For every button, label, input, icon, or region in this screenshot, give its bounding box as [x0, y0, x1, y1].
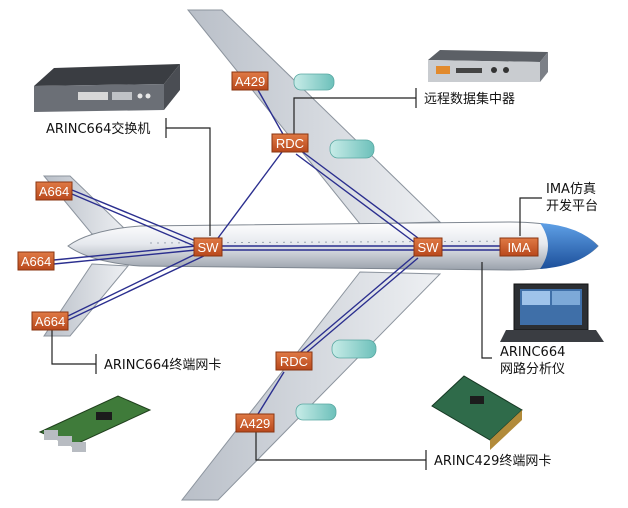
svg-text:IMA: IMA: [507, 240, 530, 255]
label-remote-data-concentrator: 远程数据集中器: [424, 91, 515, 107]
callout-analyzer: [481, 262, 492, 359]
link-rdctop-swright: [299, 149, 419, 239]
label-arinc664-end-card: ARINC664终端网卡: [104, 357, 221, 373]
svg-text:A429: A429: [235, 74, 265, 89]
svg-text:SW: SW: [198, 240, 220, 255]
label-ima-platform-line2: 开发平台: [546, 198, 598, 214]
node-a429-top: A429: [231, 71, 269, 91]
label-arinc664-switch: ARINC664交换机: [46, 121, 150, 137]
callout-rdc-top: [293, 97, 416, 134]
svg-text:A664: A664: [35, 314, 65, 329]
node-sw-left: SW: [193, 237, 223, 257]
callout-switch: [166, 127, 211, 236]
callout-lines: [51, 88, 542, 470]
callout-ima: [519, 197, 542, 236]
svg-text:A664: A664: [21, 254, 51, 269]
link-a664top-swleft-2: [71, 193, 205, 251]
aircraft: [42, 9, 599, 501]
lower-wing: [180, 271, 442, 501]
link-a664bot-swleft: [67, 249, 205, 317]
node-a664-left-bot: A664: [31, 311, 69, 331]
link-a429bot-rdcbot: [257, 371, 285, 415]
aircraft-nose: [540, 223, 598, 269]
switch-device-image: [34, 64, 180, 112]
label-arinc429-end-card: ARINC429终端网卡: [434, 453, 551, 469]
svg-text:A664: A664: [39, 184, 69, 199]
engine-lower-outer: [295, 403, 337, 421]
svg-text:RDC: RDC: [280, 354, 308, 369]
analyzer-laptop-image: [500, 283, 604, 342]
link-rdctop-swleft: [217, 151, 283, 239]
link-rdctop-swright-2: [295, 153, 415, 243]
link-rdcbot-swright: [299, 257, 419, 359]
link-a664bot-swleft-2: [67, 253, 209, 321]
node-ima: IMA: [499, 237, 539, 257]
rdc-device-image: [428, 50, 548, 82]
link-a664mid-swleft-2: [53, 249, 197, 265]
node-rdc-top: RDC: [271, 133, 309, 153]
label-ima-platform-line1: IMA仿真: [546, 182, 596, 197]
engine-lower-inner: [331, 339, 377, 359]
engine-upper-outer: [293, 73, 335, 91]
node-a664-left-mid: A664: [17, 251, 55, 271]
callout-a429-card: [255, 432, 426, 461]
link-a429top-rdctop: [257, 89, 285, 137]
node-a429-bottom: A429: [235, 413, 275, 433]
node-a664-left-top: A664: [35, 181, 73, 201]
a429-card-image: [431, 375, 523, 450]
node-rdc-bottom: RDC: [275, 351, 313, 371]
link-rdcbot-swright-2: [295, 255, 415, 357]
upper-wing: [186, 9, 442, 225]
network-links: [53, 89, 500, 415]
engine-upper-inner: [329, 139, 375, 159]
link-a664top-swleft: [71, 189, 209, 247]
callout-a664-card: [51, 330, 96, 365]
svg-text:RDC: RDC: [276, 136, 304, 151]
svg-text:A429: A429: [240, 416, 270, 431]
label-arinc664-analyzer-line1: ARINC664: [500, 345, 565, 360]
node-sw-right: SW: [413, 237, 443, 257]
a664-card-image: [38, 395, 152, 452]
link-a664mid-swleft: [53, 245, 197, 261]
label-arinc664-analyzer-line2: 网路分析仪: [500, 361, 565, 377]
svg-text:SW: SW: [418, 240, 440, 255]
